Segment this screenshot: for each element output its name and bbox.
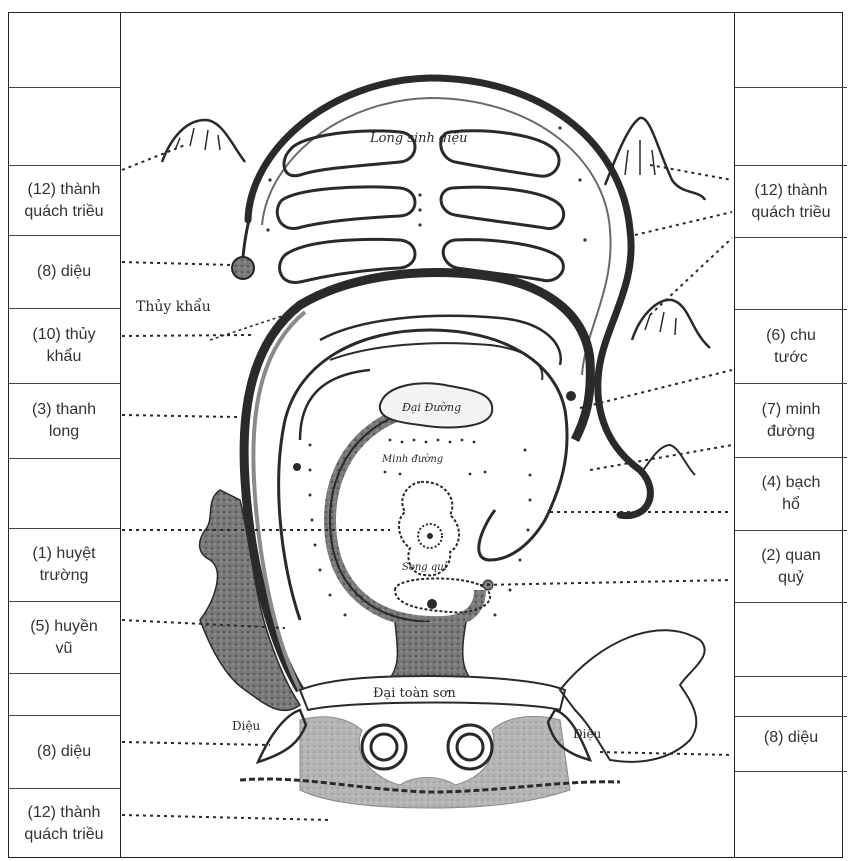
bottom-stem	[390, 622, 470, 678]
mountain-peak-lower-right	[640, 445, 695, 475]
inner-arm	[279, 330, 567, 620]
map-label-dai-toan-son: Đại toàn sơn	[373, 686, 456, 701]
dieu-wing-left	[258, 710, 306, 762]
map-label-dieu-left: Diệu	[232, 719, 261, 733]
leader-lines-right	[480, 165, 732, 755]
bottom-speckled-mass	[300, 716, 570, 808]
map-label-minh-duong: Minh đường	[381, 454, 443, 465]
long-sinh-dieu-ridges	[277, 131, 563, 283]
map-label-song-qui: Song quỉ	[402, 562, 448, 573]
map-label-long-sinh-dieu: Long sinh diệu	[369, 131, 468, 146]
mountain-peak-upper-left	[162, 120, 245, 162]
map-label-dai-duong: Đại Đường	[401, 401, 461, 414]
dieu-knob	[232, 257, 254, 279]
mountain-peak-mid-right	[632, 300, 710, 348]
map-label-thuy-khau: Thủy khẩu	[136, 297, 211, 315]
bottom-dieu-rings	[362, 725, 492, 769]
